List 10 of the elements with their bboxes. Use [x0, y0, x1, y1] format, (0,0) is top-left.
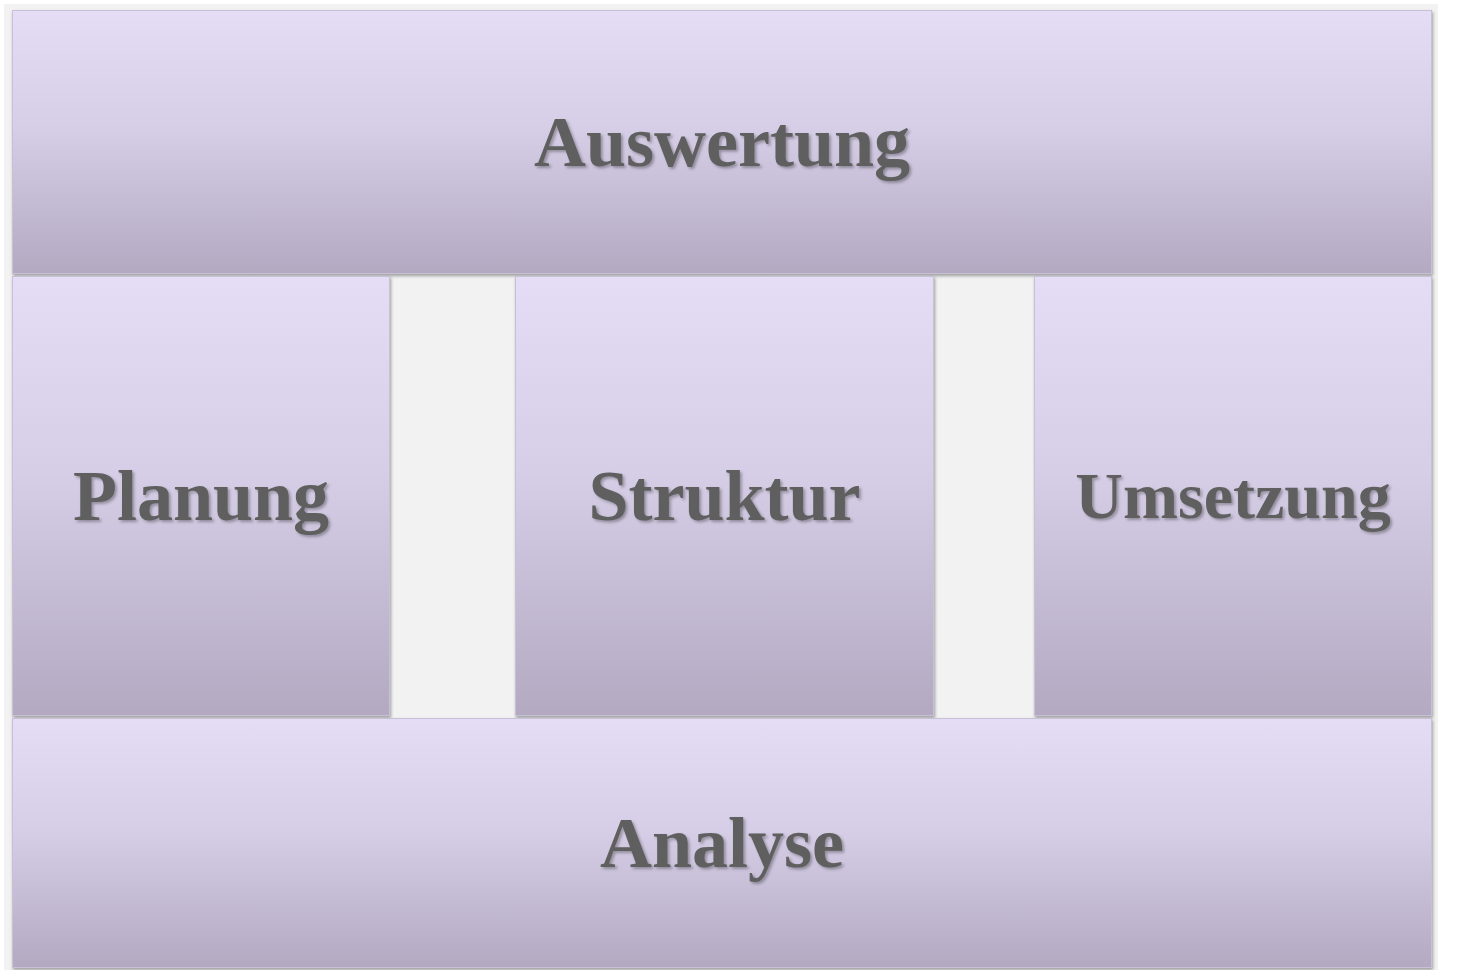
box-label: Planung	[72, 454, 330, 538]
process-box	[12, 718, 1432, 968]
process-box	[12, 276, 390, 716]
process-box	[1034, 276, 1432, 716]
process-box	[515, 276, 934, 716]
box-label: Analyse	[600, 801, 844, 885]
box-label: Struktur	[588, 454, 861, 538]
box-label: Umsetzung	[1075, 458, 1391, 534]
box-label: Auswertung	[534, 100, 910, 184]
process-box	[12, 10, 1432, 274]
